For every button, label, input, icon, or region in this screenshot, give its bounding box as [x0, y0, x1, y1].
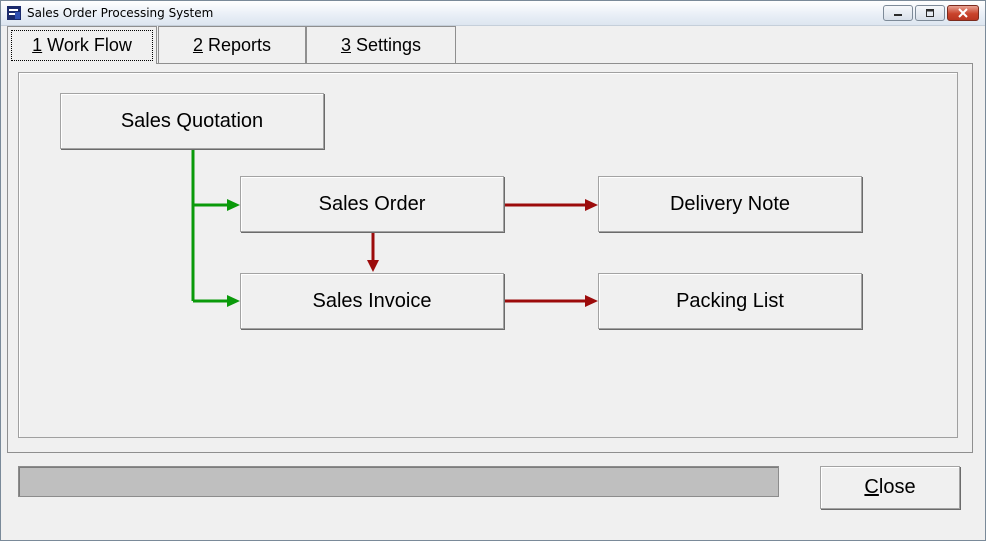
tab-label: 2 Reports — [192, 34, 272, 55]
packing-list-button[interactable]: Packing List — [598, 273, 862, 329]
window-title: Sales Order Processing System — [27, 6, 214, 20]
title-bar[interactable]: Sales Order Processing System — [1, 1, 985, 26]
close-button-label: Close — [864, 476, 916, 498]
minimize-button[interactable] — [883, 5, 913, 21]
tab-work-flow[interactable]: 1 Work Flow — [7, 26, 157, 64]
sales-invoice-button[interactable]: Sales Invoice — [240, 273, 504, 329]
close-window-button[interactable] — [947, 5, 979, 21]
app-icon — [7, 6, 21, 20]
close-icon — [958, 8, 968, 18]
maximize-button[interactable] — [915, 5, 945, 21]
tab-label: 1 Work Flow — [32, 35, 132, 55]
sales-order-button[interactable]: Sales Order — [240, 176, 504, 232]
minimize-icon — [894, 14, 902, 16]
focus-rectangle — [11, 30, 153, 61]
active-tab-join — [8, 61, 156, 65]
tab-reports[interactable]: 2 Reports — [158, 26, 306, 63]
restore-icon — [926, 9, 934, 17]
tab-settings[interactable]: 3 Settings — [306, 26, 456, 63]
tab-label: 3 Settings — [340, 34, 422, 55]
progress-bar — [18, 466, 779, 497]
close-button[interactable]: Close — [820, 466, 960, 509]
workflow-group — [18, 72, 958, 438]
delivery-note-button[interactable]: Delivery Note — [598, 176, 862, 232]
sales-quotation-button[interactable]: Sales Quotation — [60, 93, 324, 149]
